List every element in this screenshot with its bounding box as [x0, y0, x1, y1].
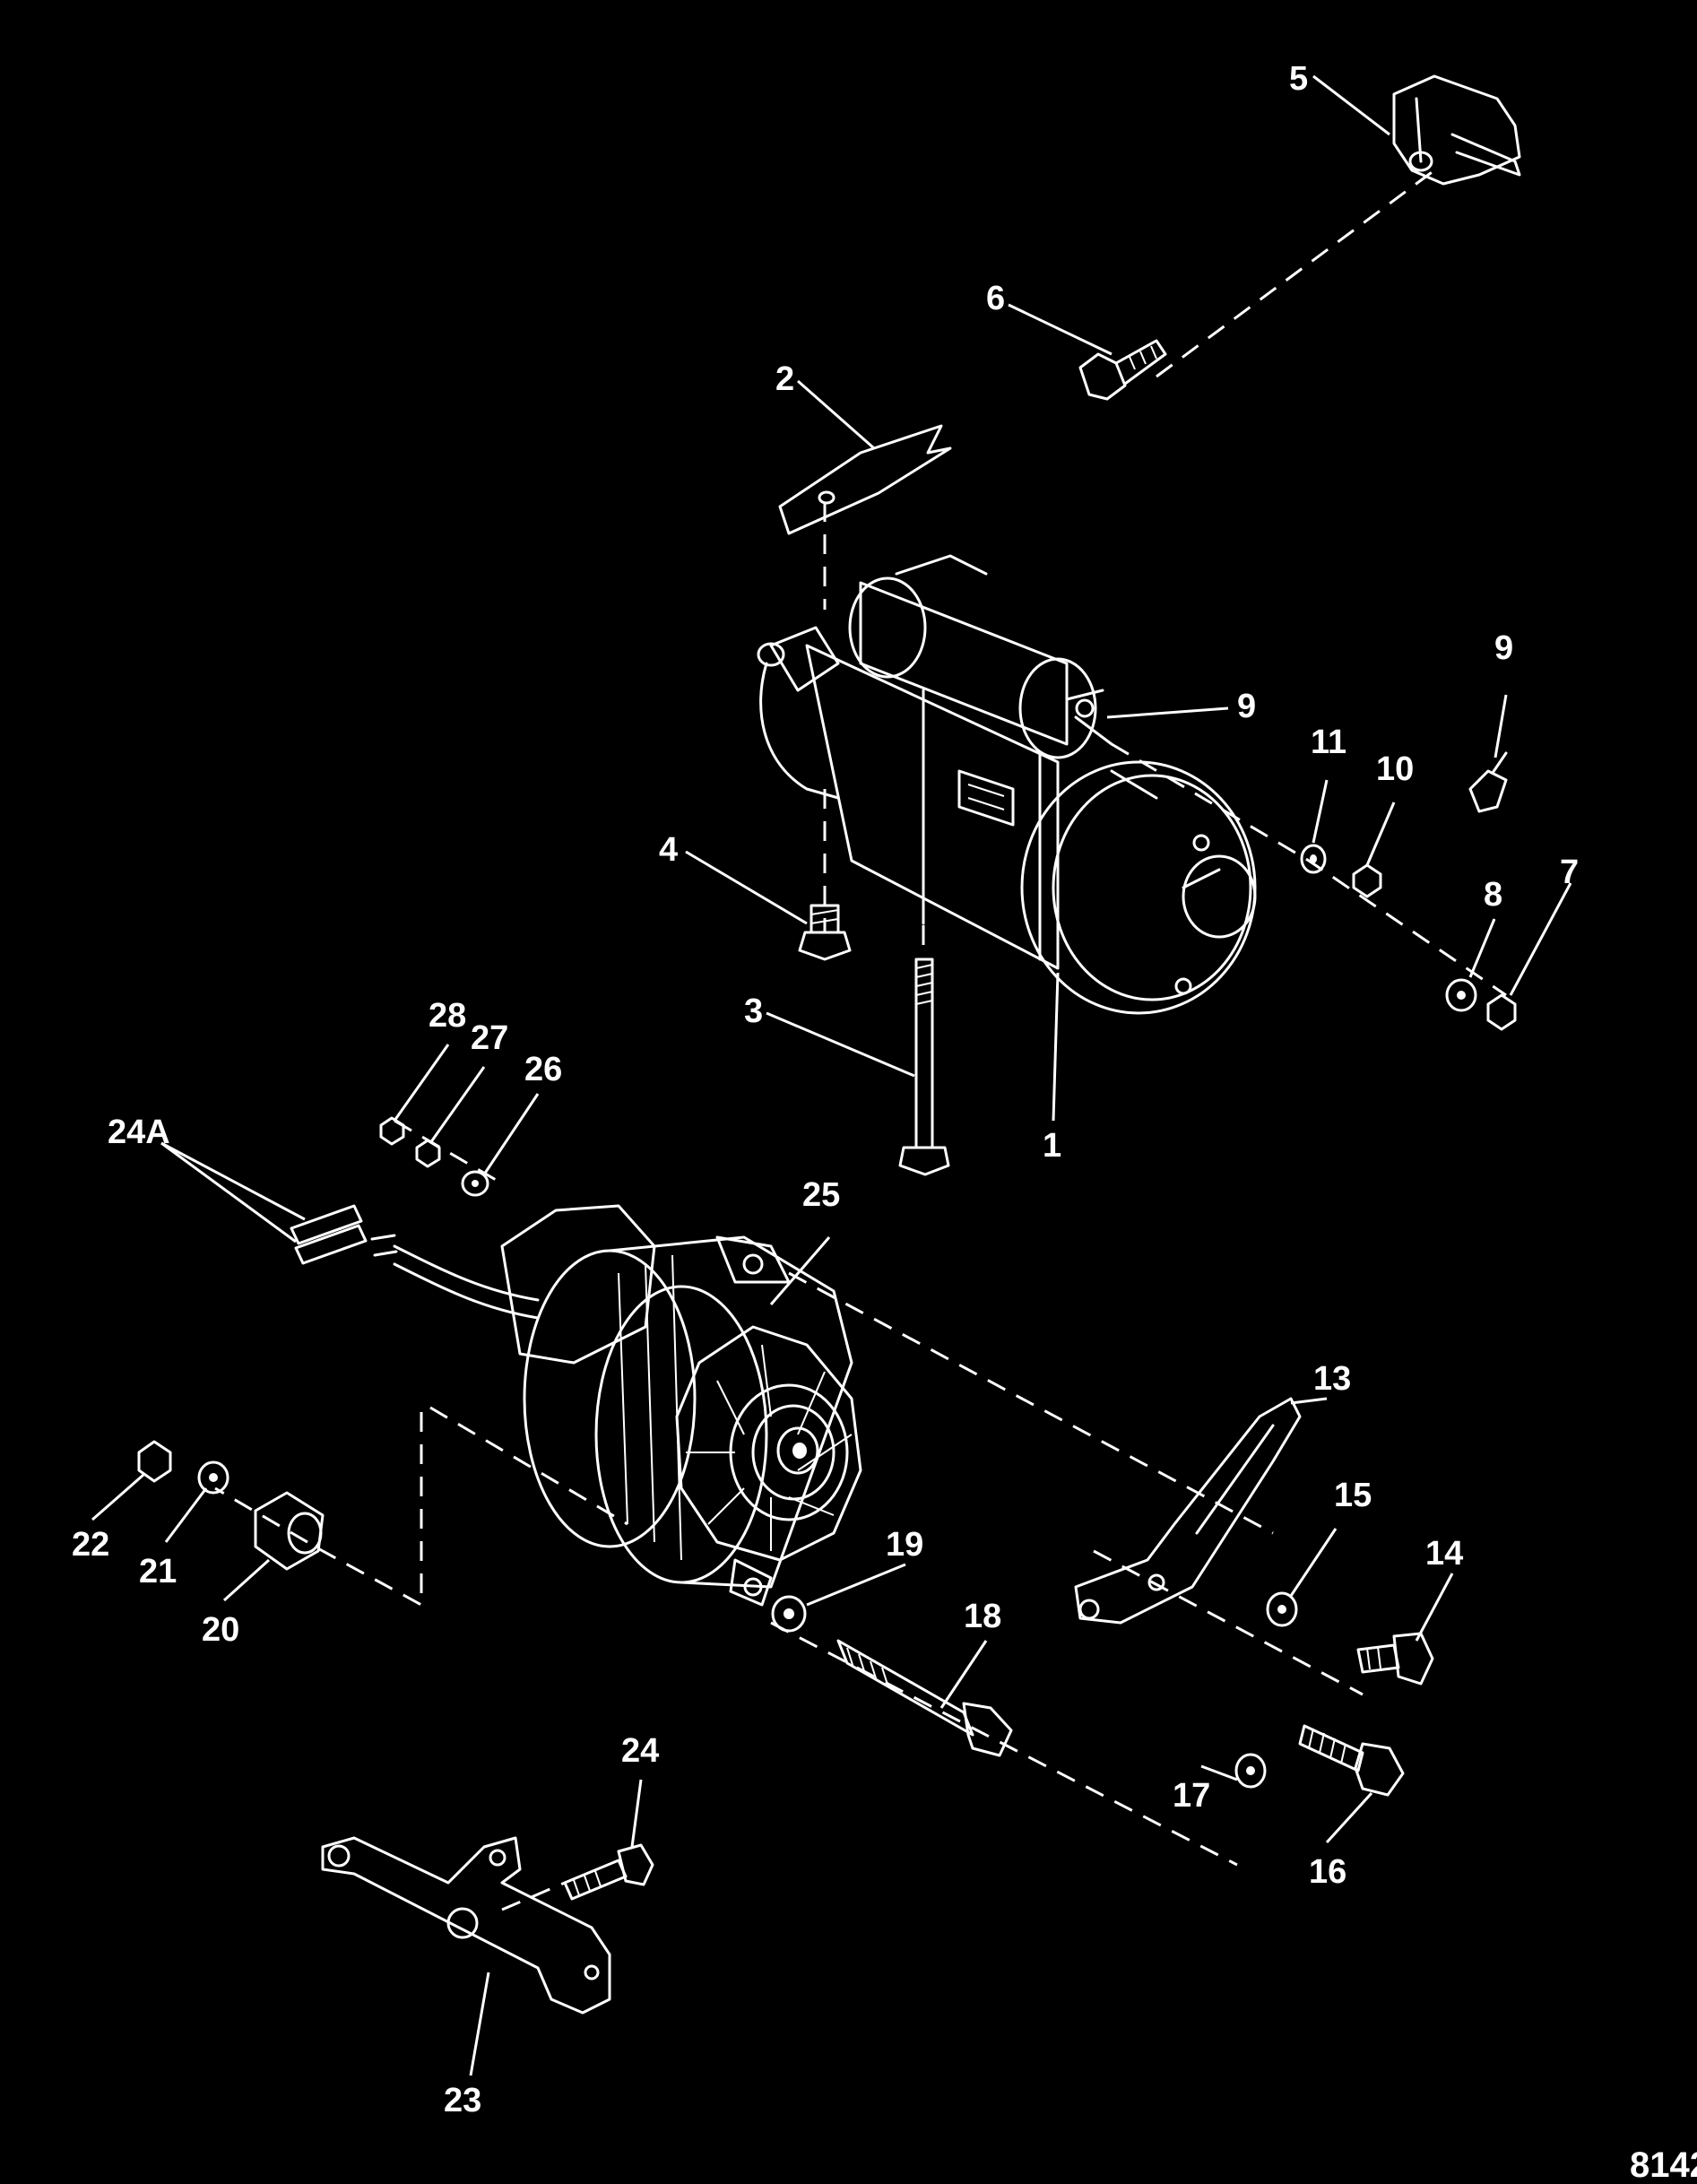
part-24-bolt: [563, 1843, 654, 1901]
part-19-washer: [771, 1595, 807, 1633]
callout-9a: 9: [1237, 688, 1256, 725]
callout-2: 2: [775, 360, 794, 398]
part-20-spacer: [254, 1491, 325, 1571]
callout-5: 5: [1289, 60, 1308, 98]
part-14-bolt: [1356, 1632, 1434, 1686]
part-24a-wire-connectors: [290, 1204, 398, 1265]
callout-24a: 24A: [108, 1114, 170, 1151]
part-25-alternator: [393, 1204, 862, 1607]
callout-9b: 9: [1494, 629, 1513, 667]
part-23-bracket: [321, 1836, 611, 2015]
part-11-washer: [1300, 844, 1327, 874]
part-27-nut: [415, 1139, 441, 1168]
reference-number: 8142: [1630, 2145, 1697, 2184]
assembly-lines: [214, 169, 1507, 1911]
callout-3: 3: [744, 992, 763, 1030]
part-16-bolt: [1298, 1724, 1405, 1797]
callout-8: 8: [1484, 876, 1502, 914]
part-9-terminal: [1468, 751, 1508, 813]
callout-10: 10: [1376, 750, 1414, 788]
callout-6: 6: [986, 280, 1005, 317]
part-1-starter-motor: [757, 554, 1257, 1015]
part-28-nut: [379, 1116, 405, 1146]
part-18-long-bolt: [836, 1639, 1013, 1757]
callout-28: 28: [429, 997, 466, 1035]
part-7-nut: [1486, 993, 1517, 1031]
callout-20: 20: [202, 1611, 239, 1649]
callout-labels: 5 6 2 9 9 11 10 4 8 7 3 1 28 27 26 24A 2…: [72, 60, 1579, 2119]
part-17-washer: [1234, 1753, 1267, 1789]
callout-25: 25: [802, 1176, 840, 1214]
part-26-washer: [461, 1170, 489, 1197]
part-21-washer: [197, 1460, 229, 1495]
callout-22: 22: [72, 1526, 109, 1564]
callout-16: 16: [1309, 1853, 1346, 1891]
callout-17: 17: [1173, 1777, 1210, 1815]
callout-11: 11: [1311, 724, 1346, 761]
part-6-bolt: [1078, 339, 1167, 401]
callout-24: 24: [621, 1732, 659, 1770]
part-3-long-bolt: [898, 958, 950, 1176]
part-5-mounting-bracket: [1392, 74, 1521, 186]
part-4-bolt: [798, 904, 852, 961]
callout-4: 4: [659, 831, 678, 869]
callout-19: 19: [886, 1526, 923, 1564]
part-8-washer: [1445, 978, 1477, 1012]
callout-23: 23: [444, 2082, 481, 2119]
part-13-adjusting-arm: [1074, 1397, 1302, 1625]
callout-13: 13: [1313, 1360, 1351, 1398]
callout-26: 26: [524, 1051, 562, 1088]
callout-27: 27: [471, 1019, 508, 1057]
part-15-washer: [1266, 1591, 1298, 1627]
leader-lines: [91, 74, 1572, 2076]
callout-15: 15: [1334, 1477, 1372, 1514]
callout-7: 7: [1560, 854, 1579, 891]
callout-18: 18: [964, 1598, 1001, 1635]
callout-14: 14: [1425, 1535, 1463, 1573]
part-22-nut: [137, 1440, 172, 1483]
part-10-nut: [1352, 863, 1382, 898]
callout-1: 1: [1043, 1127, 1061, 1165]
callout-21: 21: [139, 1553, 177, 1590]
